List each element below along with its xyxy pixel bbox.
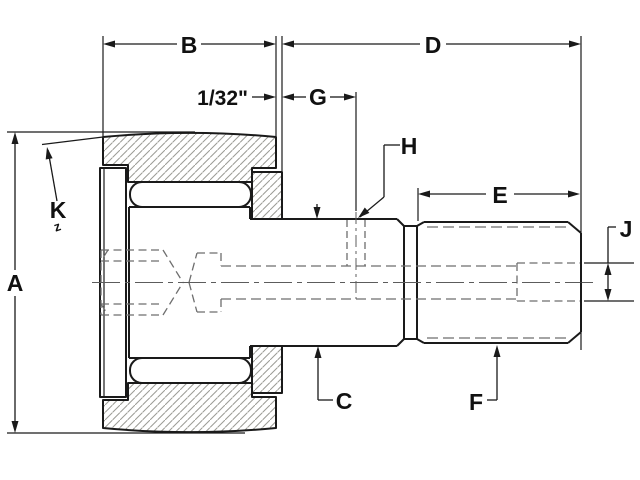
dim-label-a: A	[7, 270, 24, 296]
roller-overhang-label: 1/32"	[197, 87, 248, 110]
grease-passage-hidden	[221, 265, 516, 300]
needle-roller-bottom	[129, 357, 252, 384]
hidden-lines	[100, 220, 580, 339]
dim-label-h: H	[401, 133, 418, 159]
k-squiggle-mark: z	[52, 218, 63, 234]
dim-label-c: C	[336, 388, 353, 414]
dim-label-g: G	[309, 84, 327, 110]
crown-radius-extension-line	[41, 136, 104, 146]
dim-label-e: E	[492, 182, 507, 208]
dim-label-k: K	[50, 197, 67, 223]
flange-bottom-section	[251, 345, 283, 394]
arrowheads	[11, 40, 612, 433]
outer-ring-top-section	[102, 131, 277, 183]
centerlines	[92, 212, 598, 299]
needle-roller-top	[129, 181, 252, 208]
thread-minor-diameter	[427, 226, 567, 339]
dim-label-f: F	[469, 389, 483, 415]
dim-label-b: B	[181, 32, 198, 58]
outer-ring-bottom-section	[102, 382, 277, 434]
dim-label-d: D	[425, 32, 442, 58]
extension-lines	[7, 36, 634, 434]
dim-label-j: J	[620, 216, 633, 242]
flange-top-section	[251, 171, 283, 220]
dimension-labels: B D 1/32" G H E J A K z C F	[7, 32, 633, 415]
dimension-lines	[14, 43, 616, 422]
lube-hole-hidden	[346, 220, 366, 266]
hex-socket-hidden	[100, 249, 222, 316]
